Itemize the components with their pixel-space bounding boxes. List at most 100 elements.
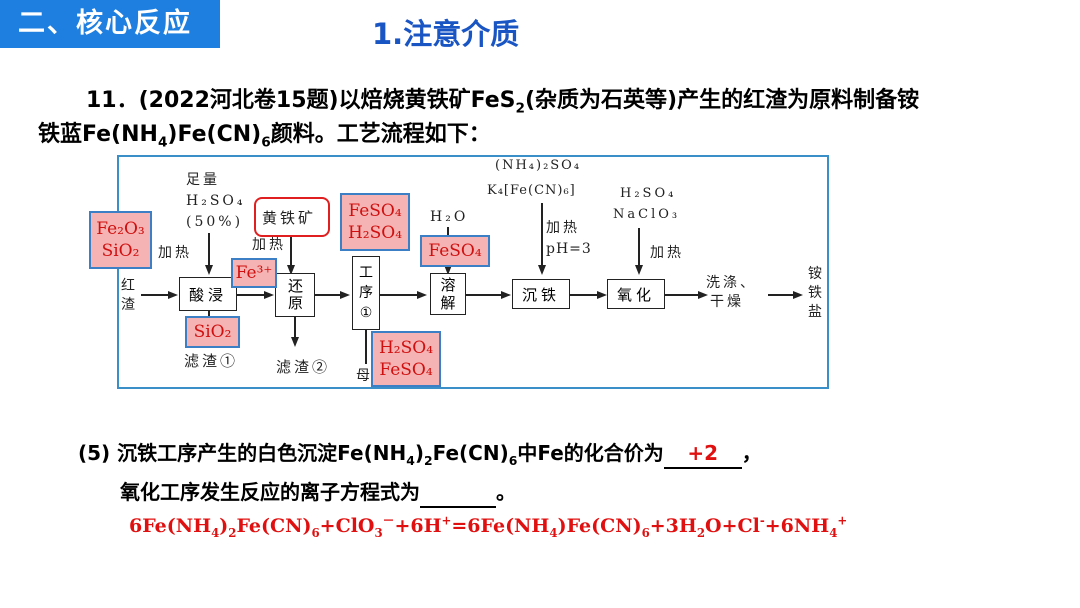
question-text: (5) 沉铁工序产生的白色沉淀Fe(NH [78, 441, 407, 465]
eq-part: )Fe(CN) [557, 515, 642, 537]
eq-sub: 4 [211, 525, 220, 540]
annotation-text: SiO₂ [101, 241, 140, 261]
question-text: 11．(2022河北卷15题)以焙烧黄铁矿FeS [86, 88, 516, 113]
eq-part: +3H [649, 515, 697, 537]
arrow-head [417, 290, 427, 299]
process-reduce: 还原 [275, 273, 315, 317]
section-badge: 二、核心反应 [0, 0, 220, 48]
arrow-head [538, 265, 546, 275]
mother-liquor-label: 母 [356, 368, 373, 384]
process-oxidize: 氧化 [607, 279, 665, 309]
arrow-head [635, 265, 643, 275]
eq-sub: 3 [374, 525, 383, 540]
ph-label: pH=3 [546, 241, 592, 257]
product-char: 铁 [808, 285, 822, 301]
reagent-acid-label: H₂SO₄ [620, 186, 677, 201]
process-acid-leach: 酸浸 [179, 277, 237, 311]
question-text: 铁蓝Fe(NH [38, 122, 158, 147]
eq-sup: － [382, 513, 395, 528]
question-text: ， [741, 441, 762, 465]
residue-2-label: 滤渣② [276, 358, 331, 376]
subscript: 4 [406, 453, 415, 468]
residue-1-label: 滤渣① [184, 352, 239, 370]
question-text: 颜料。工艺流程如下： [270, 122, 491, 147]
eq-part: +ClO [319, 515, 375, 537]
question-line-2: 铁蓝Fe(NH4)Fe(CN)6颜料。工艺流程如下： [38, 120, 491, 150]
process-char: 解 [440, 294, 456, 312]
eq-part: O+Cl [705, 515, 760, 537]
arrow-line [665, 294, 699, 296]
input-label: 渣 [121, 297, 138, 313]
pyrite-label: 黄铁矿 [262, 209, 317, 227]
dry-label: 干燥 [710, 294, 744, 310]
annotation-red-mud-composition: Fe₂O₃ SiO₂ [89, 211, 152, 269]
arrow-line [290, 237, 292, 267]
product-char: 盐 [808, 304, 822, 320]
eq-part: +6H [394, 515, 442, 537]
eq-part: =6Fe(NH [451, 515, 550, 537]
eq-sub: 2 [696, 525, 706, 540]
annotation-text: Fe₂O₃ [96, 219, 145, 239]
reagent-ferrocyanide: K₄[Fe(CN)₆] [487, 183, 576, 198]
arrow-head [698, 290, 708, 299]
flow-diagram-frame [117, 155, 829, 389]
answer-blank-equation [420, 478, 496, 508]
arrow-line [380, 294, 418, 296]
subscript: 2 [515, 100, 525, 117]
input-label: 红 [121, 278, 138, 294]
heat-label: 加热 [252, 237, 286, 253]
annotation-step-1-output: FeSO₄ H₂SO₄ [340, 193, 410, 251]
arrow-head [168, 290, 178, 299]
arrow-head [501, 290, 511, 299]
eq-part: +6NH [764, 515, 830, 537]
question-text: Fe(CN) [432, 441, 509, 465]
annotation-text: H₂SO₄ [378, 338, 434, 358]
section-title: 1.注意介质 [372, 17, 520, 51]
heat-label: 加热 [650, 245, 684, 261]
subscript: 6 [261, 134, 271, 151]
question-text: 。 [496, 480, 516, 504]
annotation-residue-1: SiO₂ [185, 316, 240, 348]
eq-part: 6Fe(NH [129, 515, 212, 537]
question-text: )Fe(CN) [167, 122, 262, 147]
annotation-text: H₂SO₄ [347, 223, 403, 243]
reagent-chlorate: NaClO₃ [613, 207, 681, 222]
arrow-head [793, 290, 803, 299]
eq-part: ) [219, 515, 229, 537]
pyrite-highlight [254, 197, 330, 237]
process-dissolve: 溶 解 [430, 273, 466, 315]
annotation-text: FeSO₄ [348, 201, 402, 221]
eq-sup: + [441, 513, 452, 528]
arrow-head [205, 265, 213, 275]
reagent-ammonium-sulfate: (NH₄)₂SO₄ [495, 158, 582, 173]
question-line-1: 11．(2022河北卷15题)以焙烧黄铁矿FeS2(杂质为石英等)产生的红渣为原… [86, 86, 919, 116]
question-text: ) [414, 441, 424, 465]
arrow-line [365, 330, 367, 364]
arrow-line [294, 317, 296, 339]
process-char: 工 [359, 265, 373, 281]
eq-sup: - [759, 513, 765, 528]
arrow-line [141, 294, 169, 296]
arrow-line [208, 233, 210, 267]
eq-sub: 6 [641, 525, 650, 540]
eq-sub: 6 [311, 525, 320, 540]
annotation-fe3-ion: Fe³⁺ [231, 258, 277, 288]
process-char: 序 [359, 285, 373, 301]
arrow-head [340, 290, 350, 299]
arrow-line [541, 203, 543, 267]
reagent-amount-label: 足量 [186, 172, 220, 188]
answer-equation: 6Fe(NH4)2Fe(CN)6+ClO3－+6H+=6Fe(NH4)Fe(CN… [129, 513, 847, 540]
arrow-line [315, 294, 341, 296]
question-text: 中Fe的化合价为 [517, 441, 664, 465]
answer-blank-valence: +2 [663, 439, 742, 469]
question-5-line-2: 氧化工序发生反应的离子方程式为 。 [120, 478, 516, 508]
reagent-acid-label: H₂SO₄ [186, 193, 246, 209]
heat-label: 加热 [546, 220, 580, 236]
arrow-line [768, 294, 794, 296]
annotation-dissolve: FeSO₄ [420, 235, 490, 267]
arrow-line [237, 294, 265, 296]
heat-label: 加热 [158, 245, 192, 261]
process-precipitate: 沉铁 [512, 279, 570, 309]
product-label: 铵 铁 盐 [808, 265, 822, 322]
eq-sub: 4 [829, 525, 838, 540]
